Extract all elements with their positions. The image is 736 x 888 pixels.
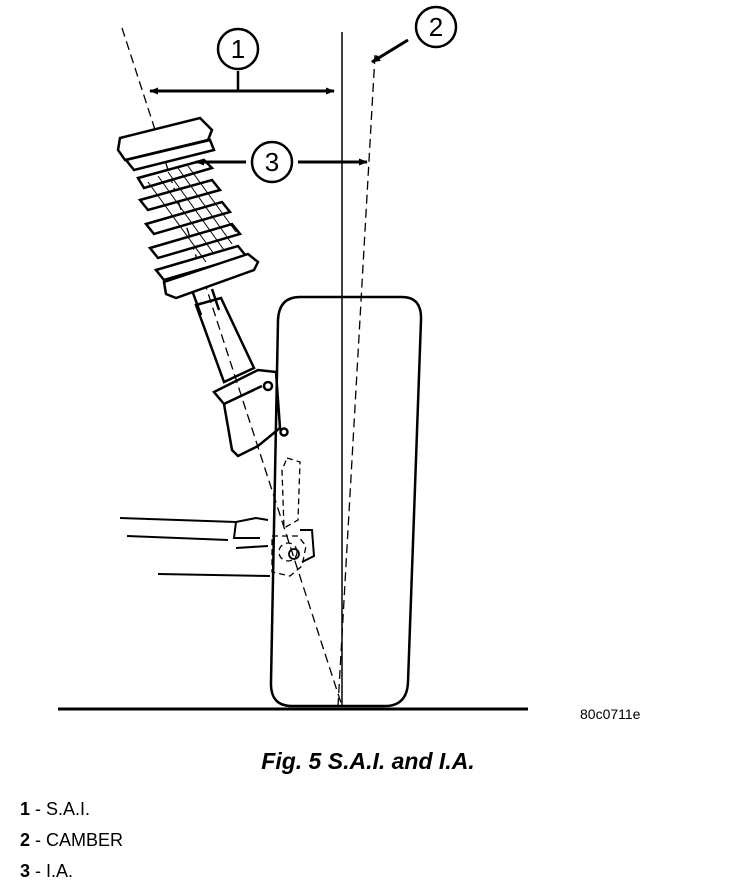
svg-text:2: 2 [429, 12, 443, 42]
legend-number: 3 [20, 861, 31, 881]
legend-item: 2 - CAMBER [20, 825, 123, 856]
callout-2: 2 [414, 5, 458, 49]
legend: 1 - S.A.I. 2 - CAMBER 3 - I.A. [20, 794, 123, 887]
callout-3: 3 [250, 140, 294, 184]
knuckle-hidden [271, 457, 307, 577]
camber-leader-arrow [371, 38, 409, 64]
wheel-centerline [337, 54, 376, 707]
spring-hatching [147, 165, 237, 263]
legend-label: I.A. [46, 861, 74, 881]
legend-item: 3 - I.A. [20, 856, 123, 887]
legend-number: 1 [20, 799, 31, 819]
svg-text:1: 1 [231, 34, 245, 64]
knuckle-bracket [300, 529, 316, 563]
legend-number: 2 [20, 830, 31, 850]
figure-reference-code: 80c0711e [580, 706, 641, 722]
legend-separator: - [30, 861, 47, 881]
legend-label: CAMBER [46, 830, 124, 850]
legend-item: 1 - S.A.I. [20, 794, 123, 825]
lower-control-arm [119, 516, 271, 577]
knuckle-bolt [288, 548, 300, 560]
legend-separator: - [30, 799, 47, 819]
tire [269, 295, 423, 708]
callout-1: 1 [216, 27, 260, 71]
svg-text:3: 3 [265, 147, 279, 177]
legend-label: S.A.I. [46, 799, 91, 819]
legend-separator: - [30, 830, 47, 850]
figure-caption: Fig. 5 S.A.I. and I.A. [261, 748, 475, 774]
coil-spring [116, 116, 260, 300]
sai-ia-diagram: 1 2 3 [58, 5, 528, 711]
strut [191, 288, 289, 458]
